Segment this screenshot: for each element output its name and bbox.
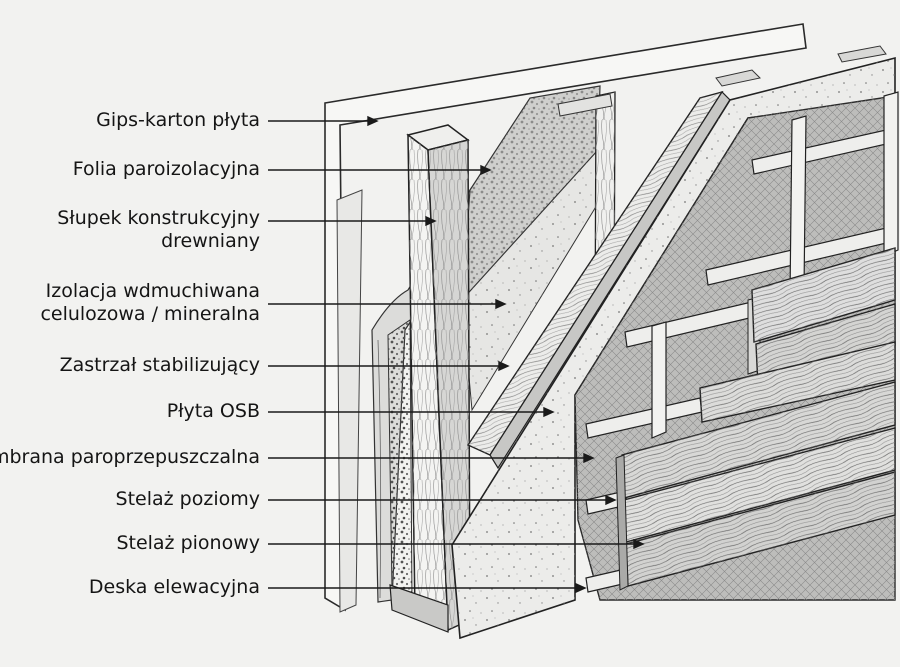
- label-text: Membrana paroprzepuszczalna: [0, 446, 260, 468]
- label-text: Gips-karton płyta: [96, 109, 260, 131]
- label-brace: Zastrzał stabilizujący: [60, 354, 260, 377]
- facade-boards: [615, 247, 896, 591]
- label-text: Deska elewacyjna: [88, 576, 260, 598]
- label-text: celulozowa / mineralna: [40, 303, 260, 325]
- label-vertical-batten: Stelaż pionowy: [116, 532, 260, 555]
- label-horizontal-batten: Stelaż poziomy: [116, 488, 260, 511]
- label-text: Izolacja wdmuchiwana: [45, 280, 260, 302]
- label-text: Folia paroizolacyjna: [72, 158, 260, 180]
- insulation-back: [387, 319, 413, 601]
- label-text: Stelaż poziomy: [115, 488, 260, 510]
- label-text: Stelaż pionowy: [116, 532, 260, 554]
- wooden-stud: [389, 124, 471, 633]
- label-text: Zastrzał stabilizujący: [59, 354, 260, 376]
- label-membrane: Membrana paroprzepuszczalna: [0, 446, 260, 469]
- diagonal-brace: [466, 90, 731, 470]
- gypsum-board: [324, 23, 807, 613]
- label-wooden-stud: Słupek konstrukcyjny drewniany: [57, 207, 260, 253]
- label-insulation: Izolacja wdmuchiwana celulozowa / minera…: [40, 280, 260, 326]
- label-gypsum-board: Gips-karton płyta: [96, 109, 260, 132]
- label-osb: Płyta OSB: [167, 400, 260, 423]
- label-text: Słupek konstrukcyjny: [57, 207, 260, 229]
- leader-lines: [268, 115, 645, 594]
- label-vapour-barrier: Folia paroizolacyjna: [73, 158, 260, 181]
- label-text: Płyta OSB: [166, 400, 260, 422]
- insulation-main: [461, 85, 601, 412]
- label-text: drewniany: [161, 230, 260, 252]
- label-facade-board: Deska elewacyjna: [89, 576, 260, 599]
